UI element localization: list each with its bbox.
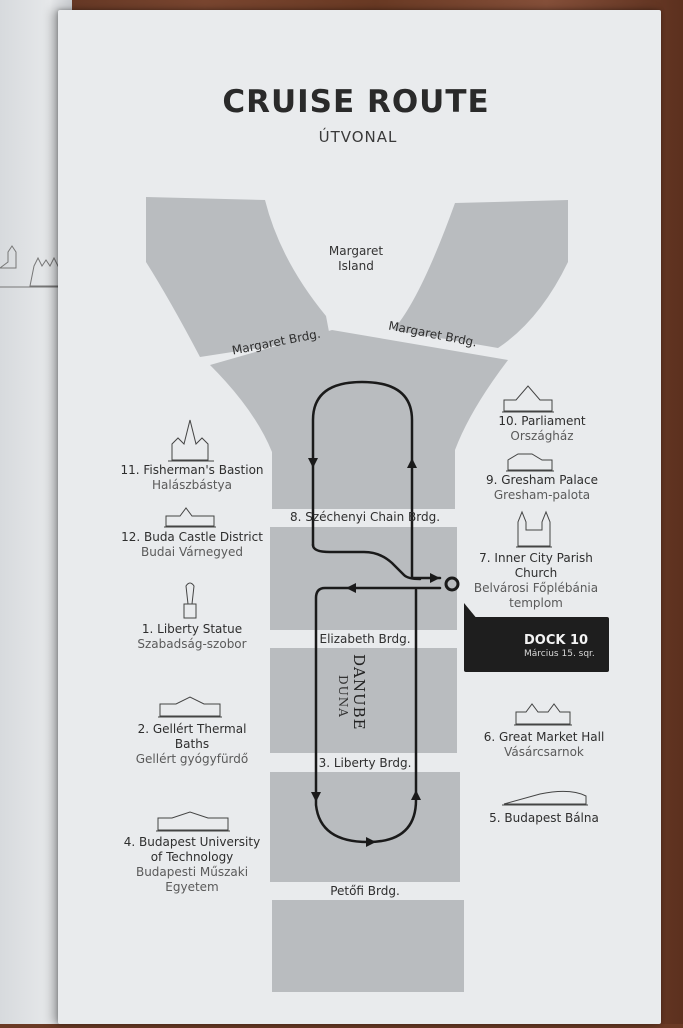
landmark-name: 11. Fisherman's Bastion (120, 463, 264, 477)
landmark-name-line2: Baths (174, 737, 210, 751)
buda-castle-icon (164, 507, 216, 528)
dock-address: Március 15. sqr. (524, 649, 595, 659)
market-hall-icon (514, 703, 572, 726)
river-segment-5 (272, 900, 464, 992)
landmark-local-name: Budai Várnegyed (140, 545, 244, 559)
dock-pointer (464, 603, 478, 620)
arrow-down-icon (311, 792, 321, 802)
landmark-name: 10. Parliament (498, 414, 586, 428)
landmark-name: 2. Gellért Thermal (137, 722, 247, 736)
landmark-gresham-palace: 9. Gresham Palace Gresham-palota (460, 473, 624, 503)
landmark-market-hall: 6. Great Market Hall Vásárcsarnok (462, 730, 626, 760)
landmark-name: 4. Budapest University (123, 835, 261, 849)
landmark-local-name: Vásárcsarnok (504, 745, 584, 759)
river-local-name: DUNA (336, 675, 350, 718)
landmark-local-name-line2: Egyetem (165, 880, 219, 894)
elizabeth-bridge-label: Elizabeth Brdg. (319, 632, 411, 646)
river-north-right (393, 200, 568, 348)
petofi-bridge-label: Petőfi Brdg. (330, 884, 400, 898)
landmark-name: 9. Gresham Palace (485, 473, 599, 487)
island-line1: Margaret (328, 244, 384, 258)
dock-marker-icon (444, 576, 460, 592)
river-segment-3 (270, 648, 457, 753)
liberty-statue-icon (183, 582, 197, 619)
chain-bridge-label: 8. Széchenyi Chain Brdg. (289, 510, 441, 524)
route-upper-loop (311, 380, 442, 580)
liberty-bridge-label: 3. Liberty Brdg. (318, 756, 412, 770)
arrow-left-icon (346, 583, 356, 593)
landmark-name-line2: of Technology (150, 850, 234, 864)
landmark-parliament: 10. Parliament Országház (460, 414, 624, 444)
landmark-name: 6. Great Market Hall (483, 730, 605, 744)
landmark-balna: 5. Budapest Bálna (462, 811, 626, 826)
arrow-up-icon (411, 790, 421, 800)
gresham-palace-icon (506, 453, 554, 472)
landmark-name: 1. Liberty Statue (141, 622, 243, 636)
parish-church-icon (516, 510, 552, 548)
arrow-up-icon (407, 458, 417, 468)
landmark-local-name: Gresham-palota (493, 488, 591, 502)
arrow-right-icon (366, 837, 376, 847)
landmark-buda-castle: 12. Buda Castle District Budai Várnegyed (110, 530, 274, 560)
landmark-name-line2: Church (514, 566, 558, 580)
landmark-local-name: Gellért gyógyfürdő (135, 752, 249, 766)
cruise-route (311, 380, 442, 844)
landmark-local-name-line2: templom (509, 596, 563, 610)
landmark-parish-church: 7. Inner City Parish Church Belvárosi Fő… (454, 551, 618, 611)
route-lower-loop (314, 586, 442, 844)
parliament-icon (502, 385, 554, 413)
landmark-local-name: Halászbástya (152, 478, 232, 492)
dock-label-box (464, 617, 609, 672)
margaret-island-label: Margaret Island (326, 244, 386, 274)
landmark-name: 7. Inner City Parish (479, 551, 593, 565)
island-line2: Island (338, 259, 374, 273)
landmark-gellert-baths: 2. Gellért Thermal Baths Gellért gyógyfü… (110, 722, 274, 767)
landmark-university: 4. Budapest University of Technology Bud… (110, 835, 274, 895)
dock-name: DOCK 10 (524, 633, 589, 648)
landmark-icons (156, 385, 588, 832)
landmark-local-name: Szabadság-szobor (137, 637, 247, 651)
river-north-left (146, 197, 330, 357)
fishermans-bastion-icon (168, 419, 214, 462)
balna-icon (502, 790, 588, 806)
university-icon (156, 811, 230, 832)
landmark-local-name: Belvárosi Főplébánia (473, 581, 599, 595)
landmark-name: 5. Budapest Bálna (489, 811, 599, 825)
arrow-right-icon (430, 573, 440, 583)
page-title: CRUISE ROUTE (222, 84, 490, 120)
landmark-name: 12. Buda Castle District (121, 530, 263, 544)
landmark-local-name: Budapesti Műszaki (135, 865, 249, 879)
route-return-line (311, 543, 422, 581)
gellert-baths-icon (158, 696, 222, 718)
river-name: DANUBE (350, 654, 368, 731)
route-arrows (308, 458, 440, 847)
river-upper (210, 330, 508, 509)
landmark-liberty-statue: 1. Liberty Statue Szabadság-szobor (110, 622, 274, 652)
river-segment-4 (270, 772, 460, 882)
danube-river (146, 197, 568, 992)
landmark-fishermans-bastion: 11. Fisherman's Bastion Halászbástya (110, 463, 274, 493)
arrow-down-icon (308, 458, 318, 468)
landmark-local-name: Országház (510, 429, 574, 443)
page-subtitle: ÚTVONAL (318, 128, 398, 146)
